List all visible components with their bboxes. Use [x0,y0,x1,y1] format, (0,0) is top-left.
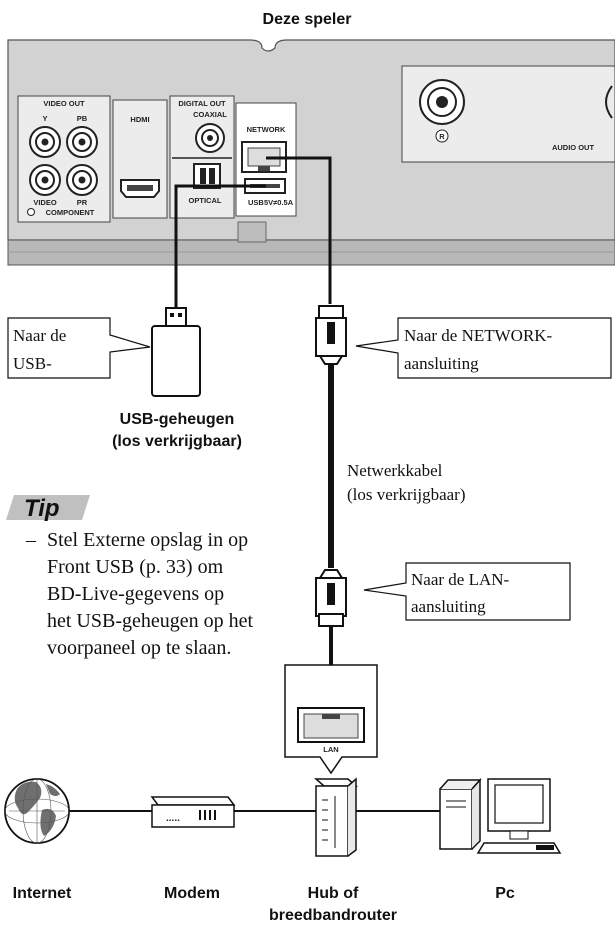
y-jack [29,126,61,158]
optical-port [193,163,221,189]
tip-line-5: voorpaneel op te slaan. [47,637,231,659]
svg-text:Naar de LAN-: Naar de LAN- [411,570,510,589]
svg-text:DIGITAL OUT: DIGITAL OUT [178,99,226,108]
network-cable-note: (los verkrijgbaar) [347,485,465,504]
audio-r-jack [419,79,465,125]
tip-section: Tip – Stel Externe opslag in op Front US… [6,495,254,659]
usb-memory-stick [151,307,201,397]
pb-jack [66,126,98,158]
hdmi-label: HDMI [130,115,149,124]
svg-text:Y: Y [42,114,47,123]
lan-port-panel: LAN [284,664,378,775]
hub-label: Hub of [308,885,359,902]
svg-text:OPTICAL: OPTICAL [189,196,222,205]
svg-text:USB-: USB- [13,354,52,373]
callout-network: Naar de NETWORK- aansluiting [355,317,612,379]
lan-label: LAN [323,745,338,754]
svg-text:R: R [439,132,445,141]
callout-usb-port: Naar de USB- [7,317,151,379]
usb-memory-label: USB-geheugen [120,411,235,428]
video-out-label: VIDEO OUT [43,99,85,108]
svg-text:COAXIAL: COAXIAL [193,110,227,119]
pc-icon [439,778,562,854]
video-jack [29,164,61,196]
video-out-panel [17,95,111,223]
tip-line-4: het USB-geheugen op het [47,610,254,632]
svg-text:AUDIO OUT: AUDIO OUT [552,143,595,152]
network-plug-lower [315,569,347,627]
tip-heading: Tip [24,495,60,522]
network-plug-upper [315,305,347,365]
svg-text:VIDEO: VIDEO [33,198,57,207]
svg-text:aansluiting: aansluiting [404,354,479,373]
globe-icon [4,778,70,844]
svg-text:Naar de NETWORK-: Naar de NETWORK- [404,326,553,345]
callout-lan: Naar de LAN- aansluiting [363,562,571,621]
svg-text:aansluiting: aansluiting [411,597,486,616]
player-title: Deze speler [263,11,352,28]
pc-label: Pc [495,885,515,902]
network-cable-upper [266,156,332,304]
network-cable-label: Netwerkkabel [347,461,443,480]
tip-line-1: Stel Externe opslag in op [47,529,248,551]
usb-memory-note: (los verkrijgbaar) [112,433,242,450]
svg-text:USB: USB [248,198,264,207]
pr-jack [66,164,98,196]
hdmi-panel [112,99,168,219]
svg-text:COMPONENT: COMPONENT [46,208,95,217]
tip-line-3: BD-Live-gegevens op [47,583,224,605]
svg-text:Naar de: Naar de [13,326,66,345]
router-label: breedbandrouter [269,907,397,924]
modem-label: Modem [164,885,220,902]
coaxial-jack [195,123,225,153]
usb-lead [174,184,266,310]
tip-dash: – [25,529,37,551]
rear-panel: VIDEO OUT Y PB VIDEO PR COMPONENT HD [7,39,615,266]
svg-text:5V≠0.5A: 5V≠0.5A [264,198,294,207]
svg-text:PB: PB [77,114,88,123]
internet-label: Internet [13,885,72,902]
digital-out-panel [169,95,235,219]
router-icon [314,777,358,857]
svg-text:NETWORK: NETWORK [247,125,286,134]
tip-line-2: Front USB (p. 33) om [47,556,224,578]
modem-icon: ..... [150,796,236,828]
svg-text:.....: ..... [166,813,180,824]
svg-text:PR: PR [77,198,88,207]
